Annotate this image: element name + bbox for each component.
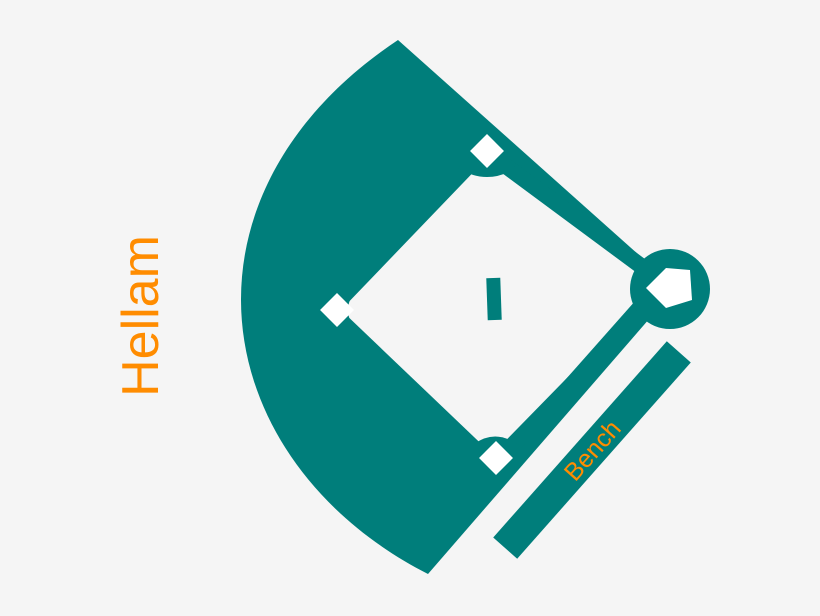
field-name-label: Hellam bbox=[112, 235, 170, 397]
first-base-line bbox=[482, 145, 673, 293]
third-base-line bbox=[490, 280, 674, 468]
bench-rect bbox=[493, 341, 691, 559]
pitchers-rubber-icon bbox=[486, 277, 502, 321]
home-plate-icon bbox=[646, 268, 692, 308]
